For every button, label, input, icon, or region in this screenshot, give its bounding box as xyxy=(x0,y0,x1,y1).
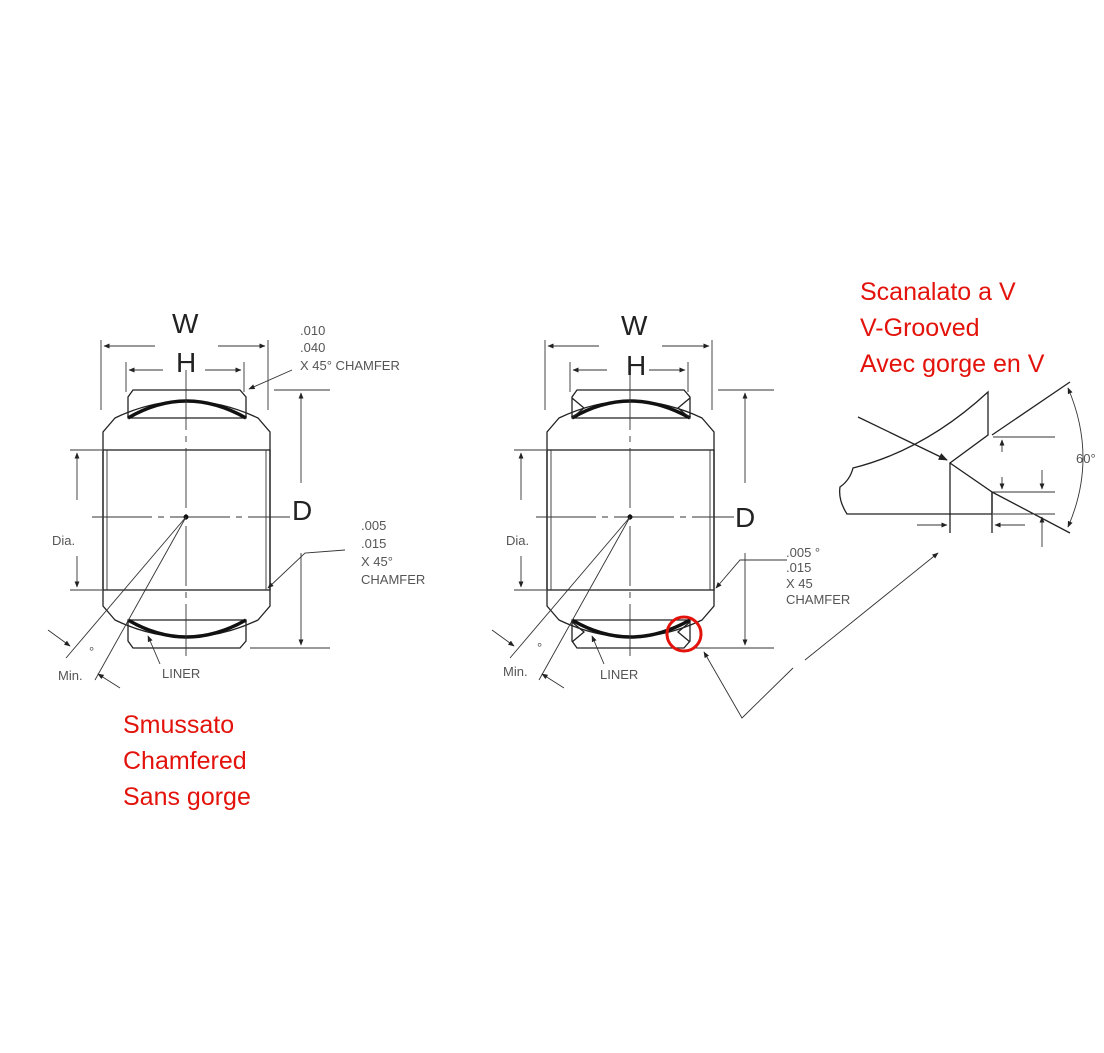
dim-w-label: W xyxy=(172,308,199,339)
top-chamfer-line-2: .040 xyxy=(300,340,325,355)
liner-label: LINER xyxy=(600,667,638,682)
bottom-chamfer-line-1: .005 xyxy=(361,518,386,533)
min-label: Min. xyxy=(58,668,83,683)
caption-line-3: Avec gorge en V xyxy=(860,350,1045,378)
caption-line-3: Sans gorge xyxy=(123,783,251,811)
dim-d-label: D xyxy=(292,495,312,526)
caption-line-1: Smussato xyxy=(123,711,234,739)
dim-h-label: H xyxy=(626,350,646,381)
bottom-chamfer-line-4: CHAMFER xyxy=(361,572,425,587)
bottom-chamfer-leader xyxy=(267,549,346,589)
detail-leader xyxy=(703,651,794,719)
bottom-chamfer-line-3: X 45 xyxy=(786,576,813,591)
bottom-chamfer-line-3: X 45° xyxy=(361,554,393,569)
bottom-chamfer-line-2: .015 xyxy=(361,536,386,551)
top-chamfer-leader xyxy=(248,369,293,390)
bottom-chamfer-line-4: CHAMFER xyxy=(786,592,850,607)
degree-mark: ° xyxy=(89,644,94,659)
v-grooved-caption: Scanalato a V V-Grooved Avec gorge en V xyxy=(860,278,1045,378)
v-groove-marks xyxy=(571,397,691,643)
caption-line-2: V-Grooved xyxy=(860,314,980,342)
v-groove-detail: 60° xyxy=(839,381,1096,547)
dim-w-label: W xyxy=(621,310,648,341)
groove-highlight-circle xyxy=(665,615,703,653)
chamfered-bearing-drawing: W H D Dia. Min. ° LINER .010 .040 X 45° … xyxy=(48,308,425,688)
chamfered-caption: Smussato Chamfered Sans gorge xyxy=(123,711,251,811)
v-grooved-bearing-drawing: W H D Dia. Min. ° LINER .005 ° .015 X 45… xyxy=(492,310,939,719)
angle-label: 60° xyxy=(1076,451,1096,466)
liner-label: LINER xyxy=(162,666,200,681)
caption-line-1: Scanalato a V xyxy=(860,278,1016,306)
top-chamfer-line-3: X 45° CHAMFER xyxy=(300,358,400,373)
dim-h-label: H xyxy=(176,347,196,378)
bottom-chamfer-line-2: .015 xyxy=(786,560,811,575)
dia-label: Dia. xyxy=(506,533,529,548)
bottom-chamfer-leader xyxy=(715,559,787,589)
bottom-chamfer-line-1: .005 ° xyxy=(786,545,820,560)
degree-mark: ° xyxy=(537,640,542,655)
dia-label: Dia. xyxy=(52,533,75,548)
caption-line-2: Chamfered xyxy=(123,747,247,775)
top-chamfer-line-1: .010 xyxy=(300,323,325,338)
dim-d-label: D xyxy=(735,502,755,533)
min-label: Min. xyxy=(503,664,528,679)
detail-leader-pointer xyxy=(804,552,939,661)
